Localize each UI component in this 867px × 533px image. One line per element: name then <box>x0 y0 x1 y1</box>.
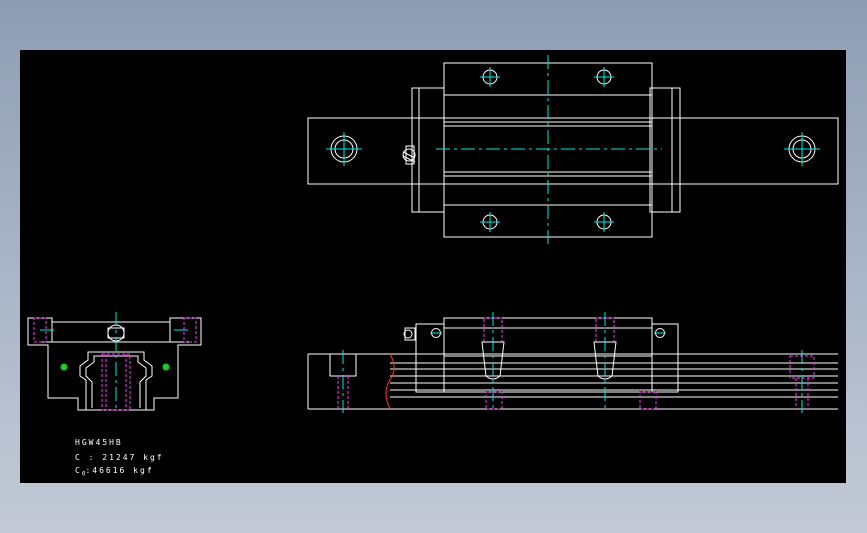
dynamic-load-label: C : 21247 kgf <box>75 453 164 462</box>
dynamic-load-value: 21247 kgf <box>102 453 164 462</box>
model-label: HGW45HB <box>75 438 123 447</box>
static-load-separator: : <box>85 466 93 475</box>
rail-hole-right <box>784 132 820 166</box>
section-break-line <box>385 353 395 410</box>
block-bolt-holes <box>480 67 614 232</box>
block-side-outline <box>443 317 653 393</box>
static-load-subscript: 0 <box>81 470 86 478</box>
block-section-outline <box>27 317 202 411</box>
grease-nipple-top <box>402 145 416 165</box>
rail-top-outline <box>307 117 839 185</box>
rail-hole-left <box>326 132 362 166</box>
block-tapped-holes <box>481 312 657 412</box>
top-view <box>307 55 839 246</box>
side-view <box>307 312 838 413</box>
static-load-prefix: C <box>75 466 82 475</box>
static-load-value: 46616 kgf <box>92 466 154 475</box>
front-section-view <box>27 312 202 412</box>
grease-point-right <box>162 363 170 371</box>
end-seal-right <box>649 87 681 213</box>
rail-section-profile <box>79 351 153 410</box>
grease-point-left <box>60 363 68 371</box>
dynamic-load-prefix: C : <box>75 453 103 462</box>
static-load-label: C0:46616 kgf <box>75 466 154 478</box>
cad-drawing <box>27 55 839 413</box>
grease-nipple-side <box>403 327 416 341</box>
cad-viewport[interactable]: HGW45HB C : 21247 kgf C0:46616 kgf <box>20 50 846 483</box>
end-seal-left <box>411 87 445 213</box>
